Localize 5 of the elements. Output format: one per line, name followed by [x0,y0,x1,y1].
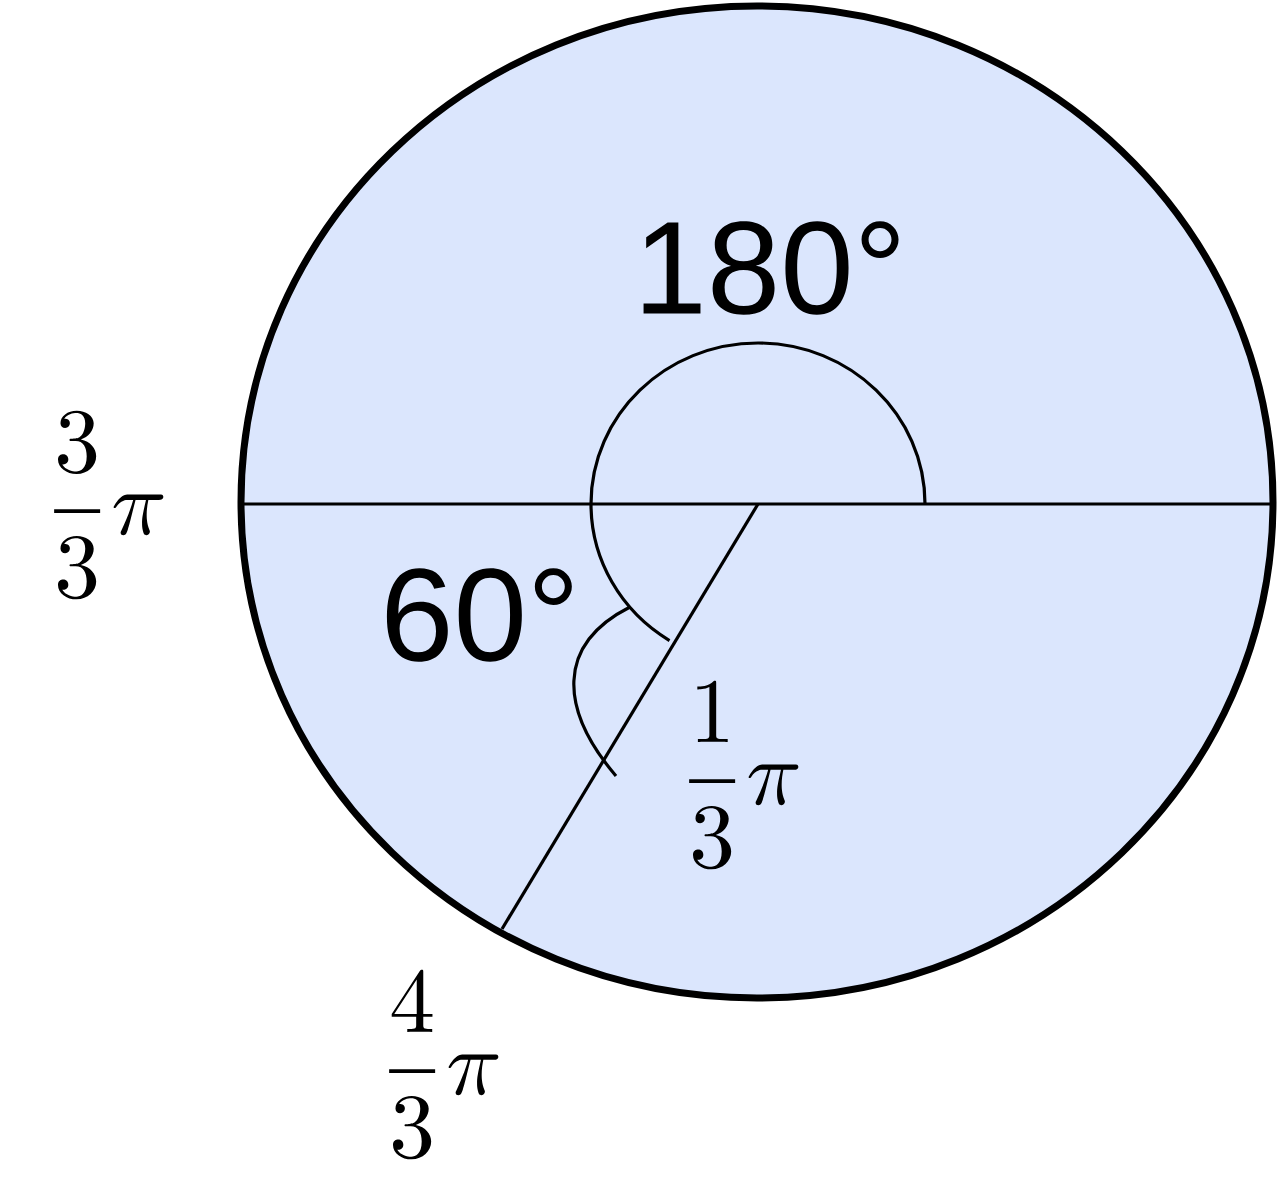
angle-formula: $\frac{4}{3}\pi$ [389,969,499,1160]
angle-formula: $\frac{3}{3}\pi$ [54,410,164,600]
angle-label: 180° [643,221,899,315]
angle-label: 60° [386,568,572,662]
angle-formula: $\frac{1}{3}\pi$ [689,680,799,870]
